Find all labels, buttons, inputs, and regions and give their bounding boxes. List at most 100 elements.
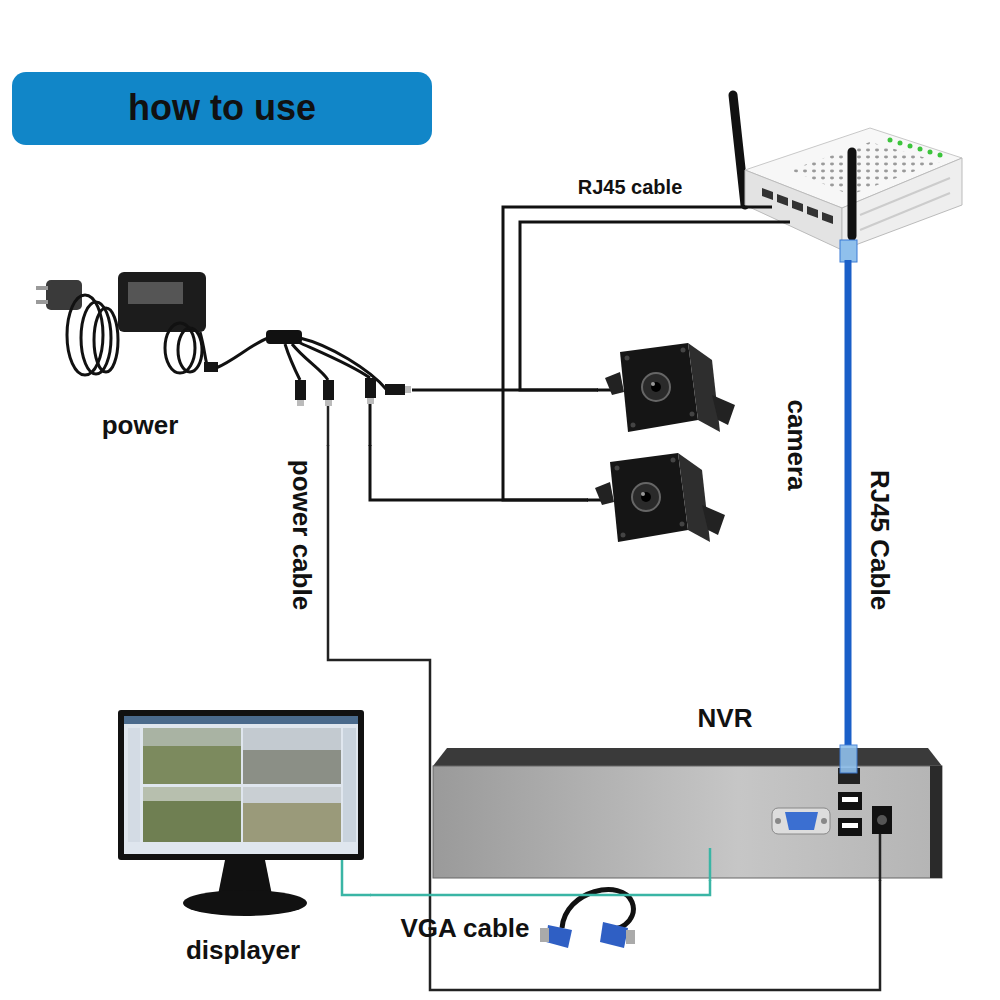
router <box>725 90 970 260</box>
monitor-symbol <box>143 787 241 842</box>
camera-symbol <box>690 412 695 417</box>
cable-connector <box>370 445 588 500</box>
router-symbol <box>938 153 943 158</box>
nvr-symbol <box>877 815 887 825</box>
camera-group: camera <box>585 335 815 555</box>
nvr-symbol <box>821 818 827 824</box>
power-splitter <box>292 344 328 380</box>
monitor-symbol <box>128 728 140 842</box>
monitor-symbol <box>118 710 364 916</box>
node-label: camera <box>784 399 810 490</box>
camera-symbol <box>632 483 660 511</box>
camera-symbol <box>680 522 685 527</box>
cable-connector <box>328 445 880 990</box>
power-splitter <box>297 400 304 406</box>
power-adapter <box>36 286 48 290</box>
router-symbol <box>848 152 857 236</box>
camera-symbol <box>621 533 626 538</box>
power-splitter <box>323 380 334 400</box>
power-adapter <box>81 302 111 374</box>
cable-connector <box>412 389 598 392</box>
camera-symbol <box>615 466 620 471</box>
nvr-wire <box>709 848 712 881</box>
router-symbol <box>733 95 962 262</box>
edge-label: RJ45 cable <box>578 177 683 197</box>
power-splitter <box>405 386 411 393</box>
router-symbol <box>762 188 773 200</box>
router-symbol <box>928 150 933 155</box>
power-splitter <box>367 398 374 404</box>
nvr-symbol <box>842 797 858 802</box>
node-label: power <box>102 412 179 438</box>
edge-label: VGA cable <box>400 915 529 941</box>
network-wire <box>725 221 790 224</box>
power-adapter <box>178 328 202 372</box>
camera-symbol <box>641 492 645 496</box>
cable-connector <box>845 260 852 700</box>
router-symbol <box>918 147 923 152</box>
monitor-symbol <box>243 787 341 803</box>
power-adapter <box>128 282 183 304</box>
camera-symbol <box>641 492 651 502</box>
power-splitter <box>325 400 332 406</box>
cable-connector <box>370 880 710 895</box>
nvr-symbol <box>433 700 942 878</box>
router-symbol <box>908 144 913 149</box>
camera-symbol <box>671 458 676 463</box>
router-symbol <box>733 95 745 205</box>
node-label: NVR <box>698 705 753 731</box>
cable-connector <box>503 207 725 500</box>
nvr-symbol <box>433 748 942 766</box>
monitor-symbol <box>218 860 272 895</box>
nvr-symbol <box>838 792 862 810</box>
camera-symbol <box>631 423 636 428</box>
nvr-symbol <box>838 818 862 836</box>
camera-symbol <box>642 373 670 401</box>
router-symbol <box>777 194 788 206</box>
router-symbol <box>807 206 818 218</box>
camera-symbol <box>595 482 614 505</box>
monitor-symbol <box>183 890 307 916</box>
power-splitter <box>385 384 405 395</box>
power-splitter <box>298 342 370 378</box>
edge-label: RJ45 Cable <box>867 470 893 610</box>
camera-symbol <box>620 343 698 432</box>
nvr-symbol <box>433 766 942 878</box>
power-splitter <box>266 330 302 344</box>
power-adapter <box>118 272 206 332</box>
power-wire <box>328 404 370 446</box>
vga-wire <box>342 860 371 895</box>
nvr-wire <box>710 834 880 881</box>
power-splitter <box>295 380 306 400</box>
camera-symbol <box>651 382 661 392</box>
nvr-symbol <box>772 808 830 834</box>
monitor-symbol <box>143 728 241 746</box>
monitor-symbol <box>143 728 241 784</box>
power-splitter <box>365 378 376 398</box>
power-adapter <box>36 272 268 375</box>
power-adapter <box>46 280 82 310</box>
cable-connector <box>520 222 725 390</box>
monitor-symbol <box>143 787 241 801</box>
router-symbol <box>888 138 893 143</box>
network-wire <box>725 207 790 222</box>
camera-symbol <box>688 343 720 432</box>
router-symbol <box>822 212 833 224</box>
power-wire <box>369 404 372 446</box>
vga-cable-picture <box>626 930 635 944</box>
nvr-symbol <box>930 766 942 878</box>
vga-cable-picture <box>546 925 572 948</box>
power-adapter <box>216 338 268 368</box>
nvr-symbol <box>872 806 892 834</box>
power-splitter <box>266 330 411 406</box>
router-symbol <box>842 158 962 250</box>
node-label: displayer <box>186 937 300 963</box>
camera-symbol <box>587 453 725 542</box>
camera <box>588 450 725 550</box>
camera-symbol <box>651 382 655 386</box>
nvr-recorder: NVR <box>440 700 945 880</box>
network-wire <box>725 206 772 209</box>
title-banner <box>12 72 432 145</box>
vga-wire <box>342 860 371 895</box>
